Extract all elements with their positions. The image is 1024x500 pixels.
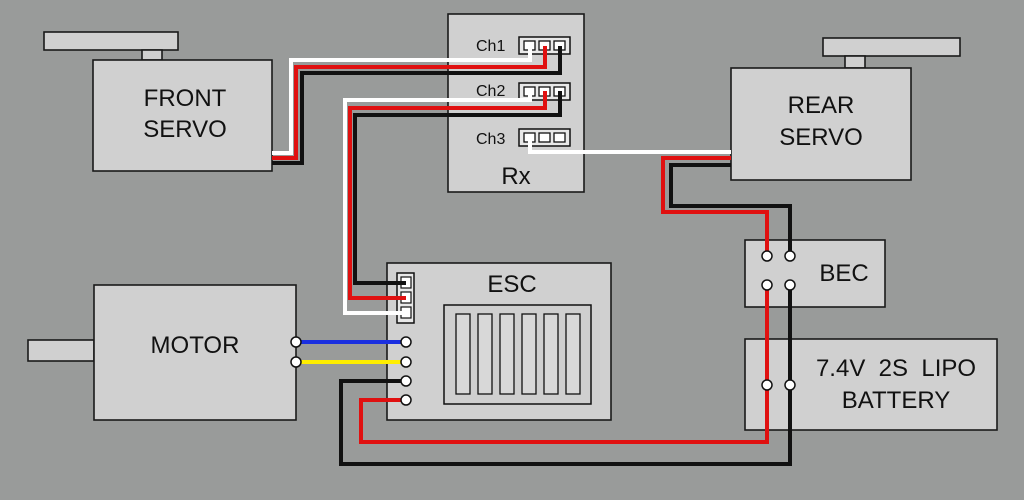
front-servo-horn bbox=[43, 31, 179, 51]
bec-label: BEC bbox=[819, 260, 868, 287]
battery: 7.4V 2S LIPO BATTERY bbox=[744, 338, 998, 431]
battery-label-line1: 7.4V 2S LIPO bbox=[816, 355, 976, 382]
esc-heatsink bbox=[443, 304, 592, 405]
receiver-channel-3-connector bbox=[518, 128, 571, 147]
esc-label: ESC bbox=[487, 271, 536, 298]
wire-rear-servo-signal bbox=[528, 138, 731, 154]
rear-servo-horn bbox=[822, 37, 961, 57]
front-servo: FRONT SERVO bbox=[43, 31, 273, 172]
motor-body bbox=[93, 284, 297, 421]
rear-servo-label-line1: REAR bbox=[788, 92, 855, 119]
bec-terminal-top-left bbox=[761, 250, 773, 262]
wire-rear-servo-positive bbox=[661, 156, 769, 256]
rear-servo-body bbox=[730, 67, 912, 181]
wire-esc-signal bbox=[343, 91, 532, 315]
wire-rear-servo-negative bbox=[669, 163, 792, 256]
esc-terminal-3 bbox=[400, 375, 412, 387]
motor-label: MOTOR bbox=[151, 332, 240, 359]
motor-terminal-a bbox=[290, 336, 302, 348]
rear-servo: REAR SERVO bbox=[730, 37, 961, 181]
receiver-label: Rx bbox=[501, 163, 530, 190]
wire-front-servo-signal bbox=[272, 46, 532, 155]
motor-shaft bbox=[27, 339, 95, 362]
wire-front-servo-negative bbox=[272, 46, 562, 165]
esc-terminal-1 bbox=[400, 336, 412, 348]
receiver-channel-2-label: Ch2 bbox=[476, 83, 505, 100]
receiver-channel-3-label: Ch3 bbox=[476, 131, 505, 148]
bec-terminal-bottom-left bbox=[761, 279, 773, 291]
wire-front-servo-positive bbox=[272, 46, 547, 160]
wire-esc-negative bbox=[353, 91, 562, 285]
esc: ESC bbox=[386, 262, 612, 421]
battery-label-line2: BATTERY bbox=[842, 387, 950, 414]
front-servo-body bbox=[92, 59, 273, 172]
motor-terminal-b bbox=[290, 356, 302, 368]
wire-esc-positive bbox=[348, 91, 547, 300]
rear-servo-horn-post bbox=[844, 55, 866, 69]
front-servo-label-line1: FRONT bbox=[144, 85, 227, 112]
front-servo-horn-post bbox=[141, 49, 163, 61]
receiver: Ch1 Ch2 Ch3 Rx bbox=[447, 13, 585, 193]
bec-terminal-top-right bbox=[784, 250, 796, 262]
esc-terminal-2 bbox=[400, 356, 412, 368]
rear-servo-label-line2: SERVO bbox=[779, 124, 863, 151]
terminals bbox=[290, 250, 796, 406]
battery-body bbox=[744, 338, 998, 431]
battery-terminal-negative bbox=[784, 379, 796, 391]
receiver-channel-1-label: Ch1 bbox=[476, 38, 505, 55]
wire-battery-negative bbox=[339, 285, 792, 466]
esc-terminal-4 bbox=[400, 394, 412, 406]
front-servo-label-line2: SERVO bbox=[143, 116, 227, 143]
bec-terminal-bottom-right bbox=[784, 279, 796, 291]
battery-terminal-positive bbox=[761, 379, 773, 391]
motor: MOTOR bbox=[27, 284, 297, 421]
